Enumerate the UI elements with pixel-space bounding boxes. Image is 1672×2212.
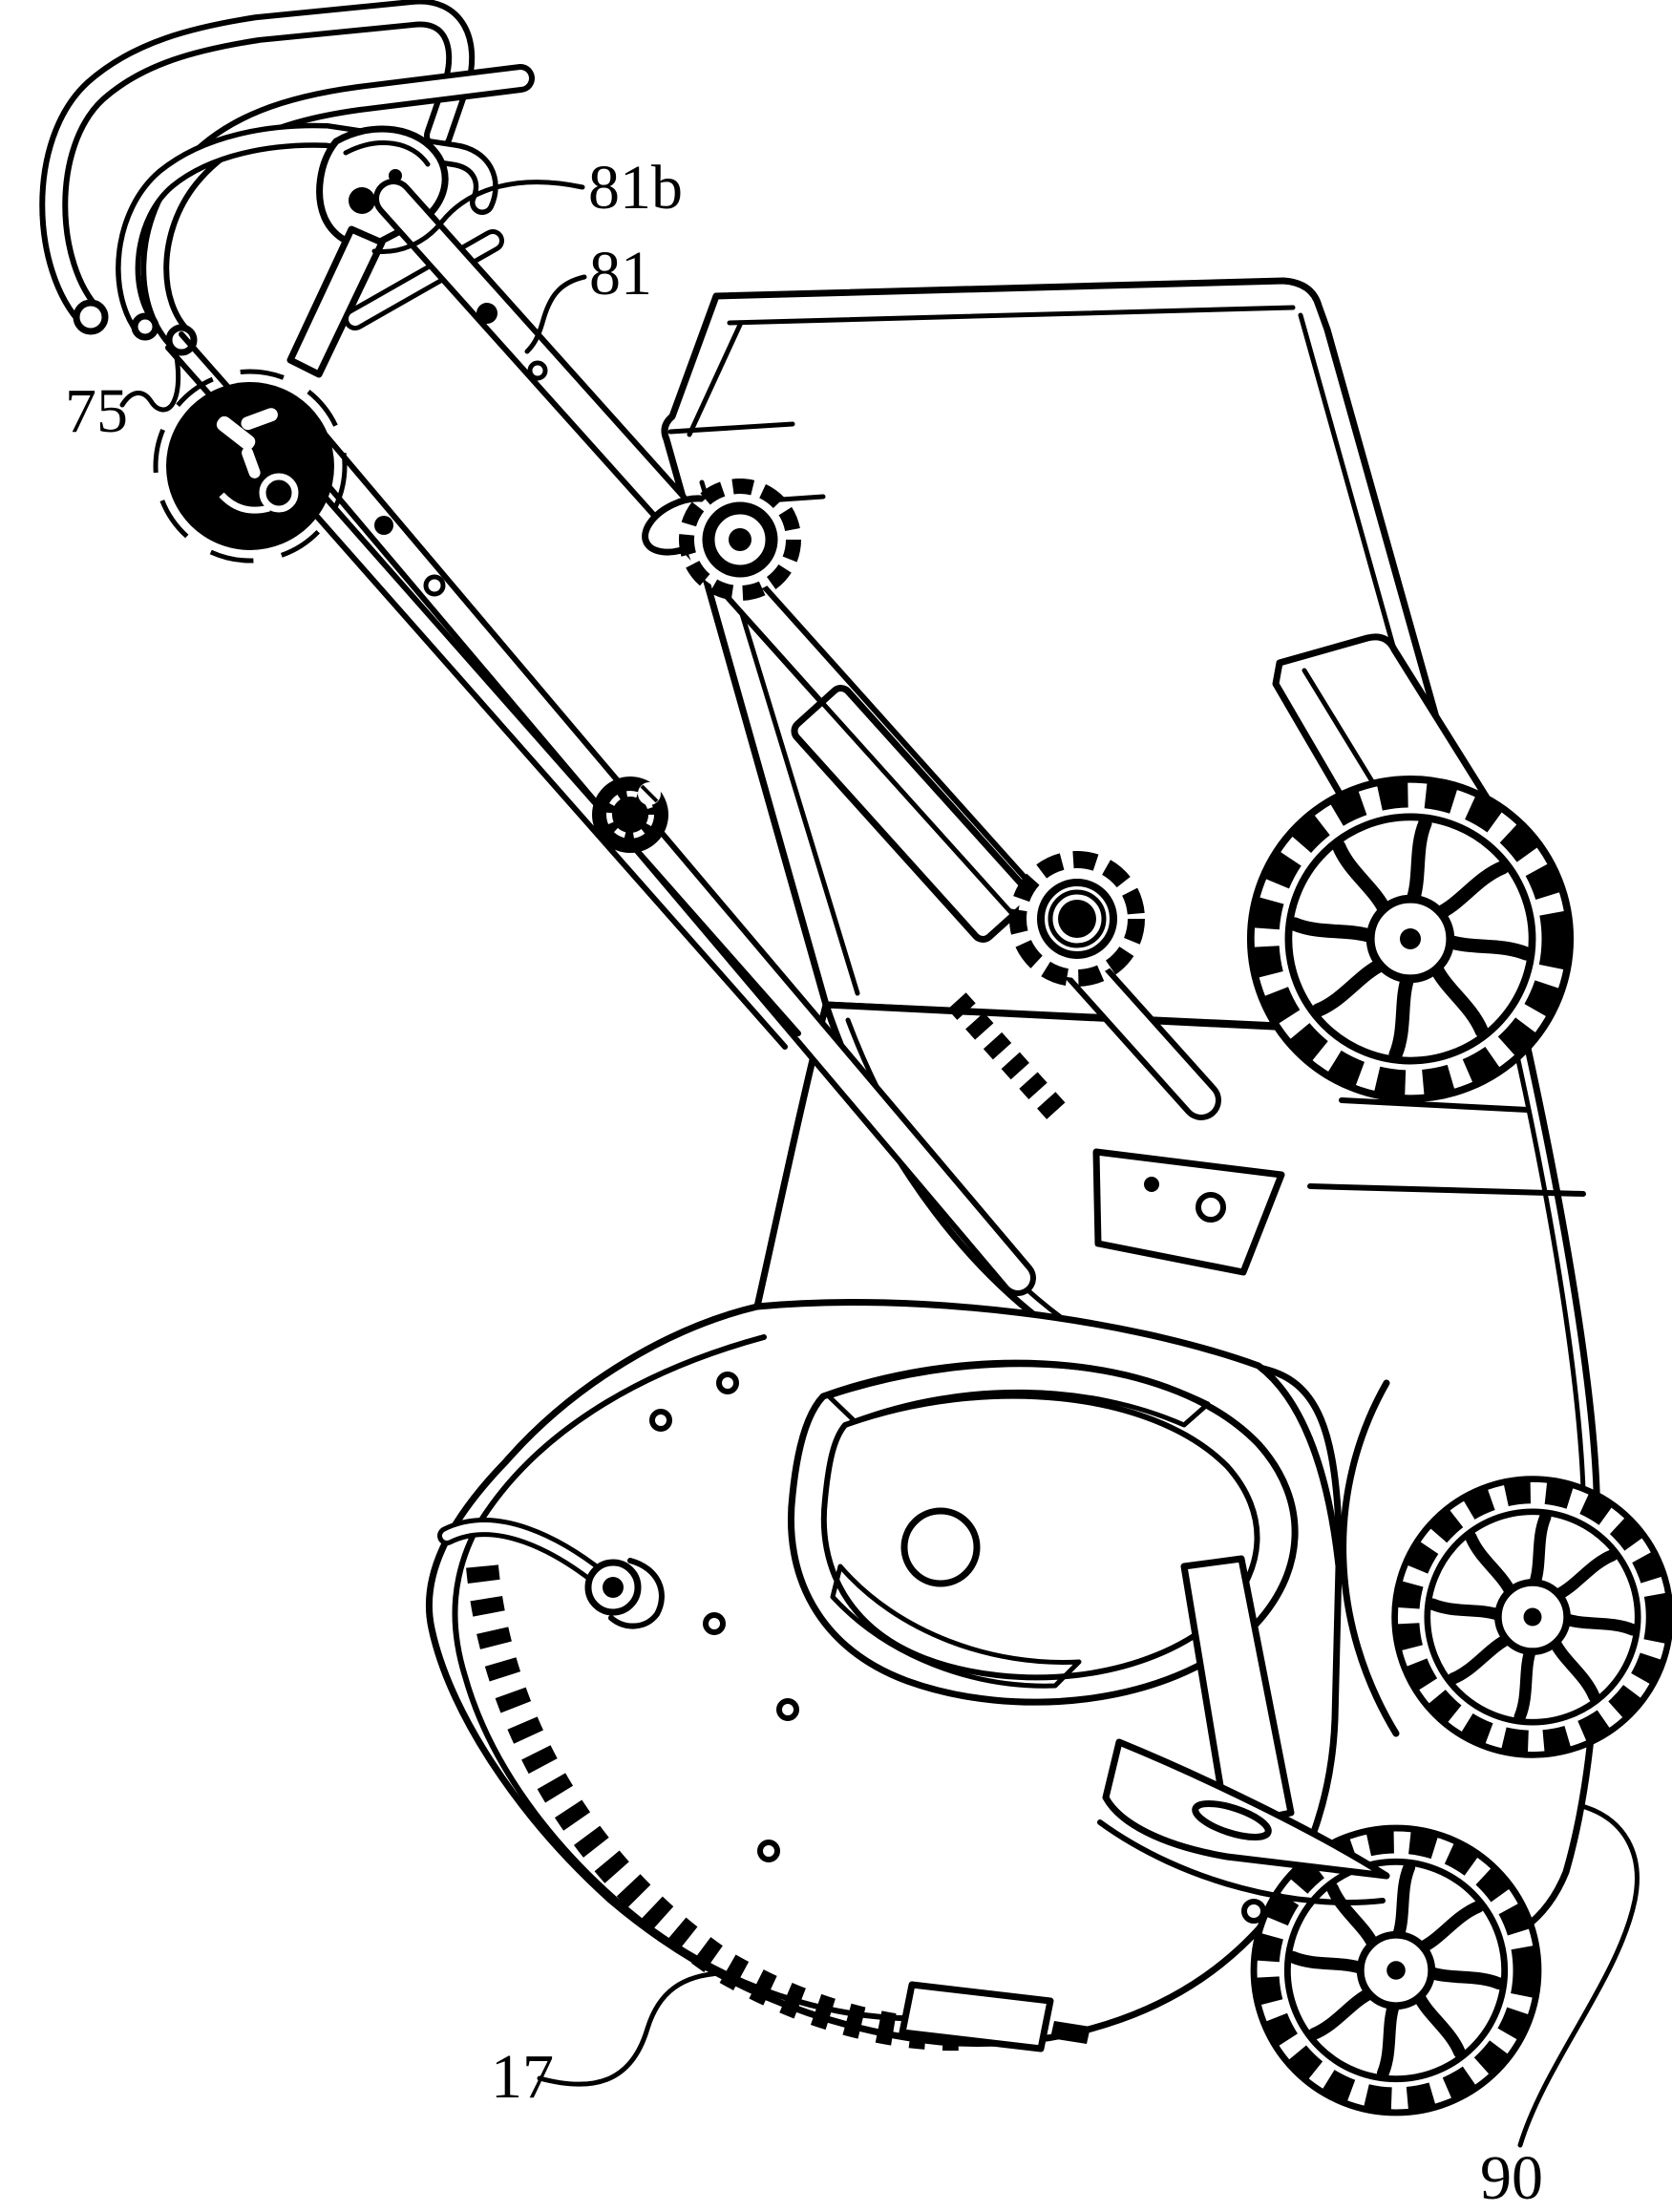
deck-cable (437, 1518, 665, 1629)
leader-line-75 (119, 349, 181, 413)
label-81-text: 81 (589, 239, 652, 308)
rear-wheel (1251, 779, 1570, 1098)
grip-end-cap-3 (131, 312, 159, 341)
reference-labels: 81b 81 75 17 90 (65, 153, 1640, 2212)
battery-pack (791, 685, 1033, 943)
shaft-clamp-knob (592, 776, 668, 853)
grip-end-cap-2 (165, 324, 198, 356)
front-right-wheel (1395, 1479, 1671, 1755)
deck-housing (425, 1001, 1343, 2052)
pivot-housing-ring (153, 369, 348, 564)
battery-pack-seam (819, 700, 1016, 917)
leader-line-81b (371, 180, 585, 254)
label-81b-text: 81b (588, 153, 683, 223)
leader-line-90 (1517, 1804, 1640, 2148)
handle-latch-lever (286, 225, 386, 378)
label-75-text: 75 (65, 376, 128, 446)
linkage-plate-outline (1092, 1148, 1285, 1276)
deck-bottom-clip (1050, 2021, 1090, 2044)
deck-screw-holes (649, 1372, 1266, 1924)
joint-inner-arc (343, 140, 431, 167)
label-17-text: 17 (491, 2042, 554, 2112)
grommet-boss (608, 1558, 665, 1629)
joint-bolt (349, 187, 375, 214)
label-90-text: 90 (1480, 2143, 1543, 2212)
front-wheel-arch (1340, 1379, 1400, 1737)
body-panel-line-1 (1339, 1097, 1531, 1113)
label-90: 90 (1480, 1804, 1640, 2212)
label-75: 75 (65, 349, 181, 446)
deck-recess-inner (820, 1393, 1260, 1681)
bag-star-knob (642, 479, 801, 601)
deck-ridge-upper (826, 1362, 1211, 1428)
height-lever-slot (1192, 1800, 1272, 1840)
label-81: 81 (524, 239, 652, 354)
height-adjuster (1097, 1555, 1390, 1905)
body-panel-line-2 (1307, 1183, 1586, 1197)
handle-grip-loops (39, 0, 535, 356)
handle-pivot-knob (153, 369, 348, 564)
bottom-front-wheel (1254, 1828, 1538, 2113)
deck-vent-slats (466, 1564, 965, 2052)
label-17: 17 (491, 1970, 725, 2112)
body-right-edge-inner (1512, 1040, 1586, 1493)
deck-hub-circle (900, 1507, 981, 1587)
leader-line-81 (524, 274, 587, 354)
label-81b: 81b (371, 153, 683, 254)
handle-folding-joint (286, 125, 504, 378)
bag-corner-band-1 (667, 421, 795, 435)
bag-top-inner-line (727, 305, 1296, 326)
linkage-plate-hole (1196, 1192, 1226, 1223)
deck-linkage-plate (1092, 1148, 1285, 1276)
deck-ridge-lower (830, 1563, 1082, 1689)
battery-pack-outline (791, 685, 1033, 943)
linkage-plate-rivet (1144, 1177, 1159, 1192)
leader-line-17 (537, 1970, 725, 2087)
deck-rim-inner-line (452, 1334, 948, 2022)
shaft-star-knob (1009, 851, 1145, 987)
deck-bottom-bracket (899, 1981, 1054, 2052)
height-lever-arc (1097, 1819, 1386, 1905)
grip-end-cap-1 (73, 299, 109, 335)
bag-corner-bevel-line (687, 322, 743, 437)
joint-strut-inner (349, 234, 499, 326)
wheel-strut (1180, 1555, 1295, 1830)
